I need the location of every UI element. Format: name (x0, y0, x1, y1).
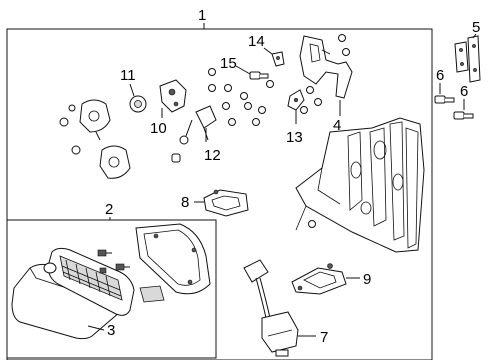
bulb-sockets (97, 249, 130, 274)
part-7-socket (243, 259, 299, 357)
part-11-gear (129, 95, 147, 113)
part-6-bolt-b (453, 111, 474, 120)
part-4-bracket (299, 35, 353, 99)
lamp-lens-assembly (43, 247, 135, 316)
part-10-motor (159, 79, 187, 113)
part-14-small-bracket (271, 51, 285, 67)
callout-15: 15 (220, 55, 237, 72)
leader-11 (129, 83, 135, 97)
callout-7: 7 (320, 329, 328, 346)
part-5-brackets (454, 35, 481, 83)
leader-15 (235, 65, 251, 75)
part-12-actuator (179, 105, 217, 145)
fastener-set (59, 34, 350, 228)
callout-6b: 6 (460, 83, 468, 100)
part-8-plate (203, 189, 249, 217)
callout-5: 5 (472, 19, 480, 36)
callout-8: 8 (181, 194, 189, 211)
part-13-clip (287, 89, 305, 111)
part-9-latch-plate (291, 263, 347, 295)
callout-12: 12 (204, 147, 221, 164)
leader-14 (263, 47, 273, 55)
assembly-frame (6, 28, 433, 360)
part-3-lamp-housing (11, 263, 132, 340)
callout-11: 11 (120, 67, 136, 84)
subassembly-frame (6, 219, 217, 359)
mount-plate-upper (79, 99, 111, 141)
callout-10: 10 (150, 120, 167, 137)
lamp-seal (135, 223, 211, 295)
part-15-bolt (249, 71, 269, 80)
callout-13: 13 (286, 129, 303, 146)
callout-1: 1 (198, 7, 206, 24)
leader-5 (472, 33, 477, 39)
callout-4: 4 (333, 117, 341, 134)
callout-9: 9 (363, 271, 371, 288)
callout-14: 14 (248, 33, 265, 50)
reflector-piece (139, 285, 165, 303)
callout-2: 2 (105, 201, 113, 218)
body-structure (295, 117, 425, 253)
callout-6a: 6 (436, 67, 444, 84)
leader-3 (87, 325, 105, 331)
part-6-bolt-a (434, 95, 455, 104)
callout-3: 3 (107, 322, 115, 339)
mount-plate-lower (99, 145, 131, 179)
